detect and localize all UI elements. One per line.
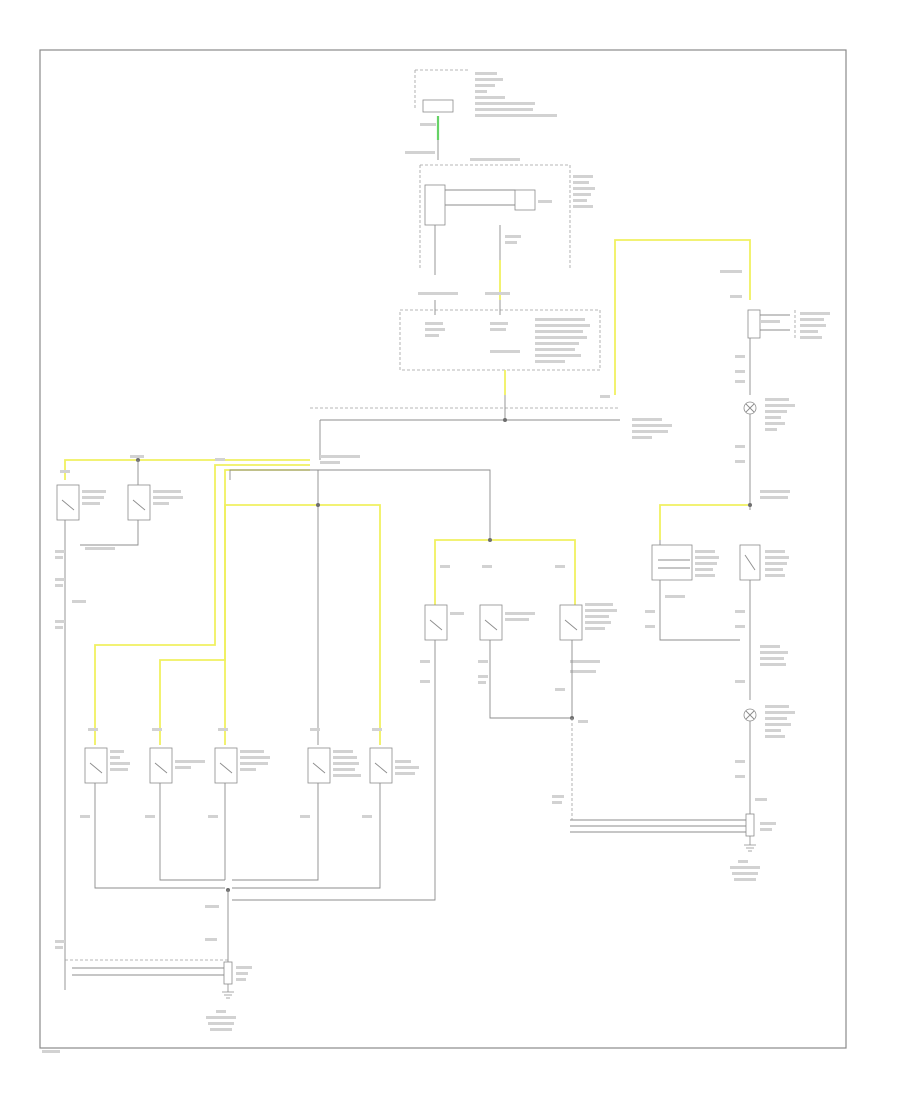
right-lamp-2 [743, 705, 795, 738]
middle-switch-1 [420, 604, 464, 700]
right-ground [570, 813, 776, 881]
control-module [399, 300, 601, 395]
fuse-block [414, 69, 557, 126]
lower-switch-2 [145, 747, 225, 881]
diagram-frame [39, 49, 847, 1049]
lower-switch-4 [232, 747, 361, 881]
lower-switch-5 [232, 747, 419, 889]
fuse-block-label [420, 72, 557, 126]
left-ground [65, 959, 252, 1031]
bus-label [600, 395, 672, 439]
footer-id-mark [42, 1050, 60, 1053]
middle-switch-3 [552, 603, 617, 820]
lower-switch-1 [80, 747, 225, 889]
right-switch-panel [645, 540, 789, 641]
right-feed-wire [614, 239, 751, 395]
middle-switch-2 [478, 604, 572, 719]
left-switch-a [56, 484, 106, 521]
lower-switch-3 [208, 747, 270, 880]
control-module-label [425, 318, 590, 363]
middle-feed-wire [434, 539, 576, 605]
relay-box [419, 164, 595, 300]
left-switch-b [80, 460, 183, 550]
right-connector-1 [747, 309, 830, 340]
left-feed-wire [64, 459, 310, 480]
right-lamp-1 [743, 398, 795, 431]
relay-label [505, 175, 595, 244]
